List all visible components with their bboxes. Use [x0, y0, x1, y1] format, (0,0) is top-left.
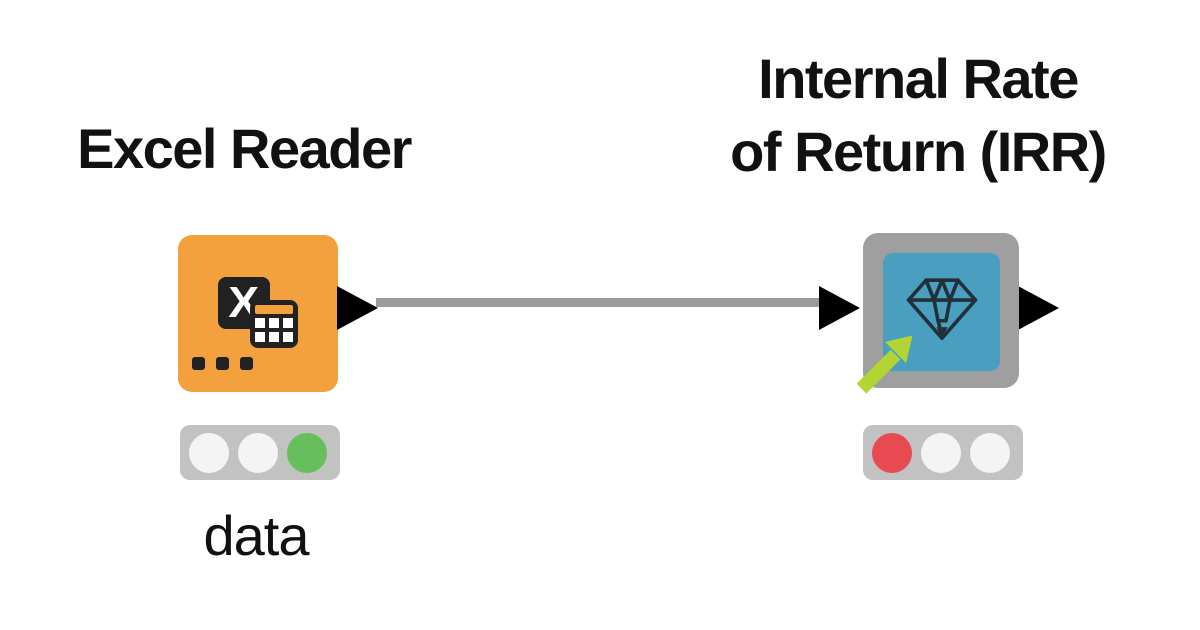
white-status-light [970, 432, 1010, 473]
white-status-light [238, 432, 278, 473]
irr-status-lights [863, 425, 1023, 480]
green-status-light [287, 432, 327, 473]
excel-reader-output-port[interactable] [337, 286, 378, 330]
irr-title-line1: Internal Rate [758, 47, 1079, 110]
irr-component-node[interactable] [856, 233, 1019, 394]
red-status-light [872, 432, 912, 473]
spreadsheet-grid-icon [250, 300, 298, 348]
excel-reader-status-lights [180, 425, 340, 480]
excel-reader-node[interactable]: X [178, 235, 338, 392]
white-status-light [921, 432, 961, 473]
connection-edge[interactable] [376, 298, 819, 307]
white-status-light [189, 432, 229, 473]
ellipsis-dots-icon [192, 357, 253, 370]
excel-reader-title-text: Excel Reader [77, 117, 412, 180]
irr-output-port[interactable] [1018, 286, 1059, 330]
diamond-icon [906, 278, 978, 341]
excel-reader-title: Excel Reader [0, 112, 488, 185]
irr-title-line2: of Return (IRR) [730, 120, 1107, 183]
component-link-arrow-icon [856, 335, 913, 394]
excel-output-port-label: data [203, 504, 310, 567]
irr-input-port[interactable] [819, 286, 860, 330]
spreadsheet-header-strip [255, 305, 293, 314]
irr-title: Internal Rate of Return (IRR) [668, 42, 1168, 188]
